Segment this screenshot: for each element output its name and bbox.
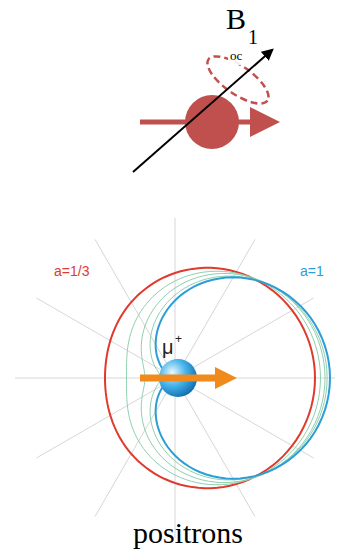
charge-sign: +	[175, 332, 182, 346]
curve-label: a=1	[298, 262, 326, 280]
field-subscript-note: oc	[228, 47, 244, 65]
muon	[140, 359, 228, 397]
caption-text: positrons	[133, 516, 243, 550]
grid-line	[36, 298, 313, 458]
distribution-curve	[105, 268, 315, 488]
field-subscript: 1	[248, 26, 258, 49]
distribution-curve	[127, 271, 321, 485]
field-arrow	[133, 50, 272, 172]
spin-arrow	[140, 375, 228, 382]
polar-grid	[15, 218, 335, 538]
curve-label: a=1/3	[52, 262, 91, 280]
field-symbol: B	[226, 2, 246, 36]
particle-symbol: μ	[162, 336, 174, 359]
grid-line	[15, 378, 335, 379]
spin-sketch	[133, 48, 276, 172]
angular-distribution	[105, 268, 330, 488]
